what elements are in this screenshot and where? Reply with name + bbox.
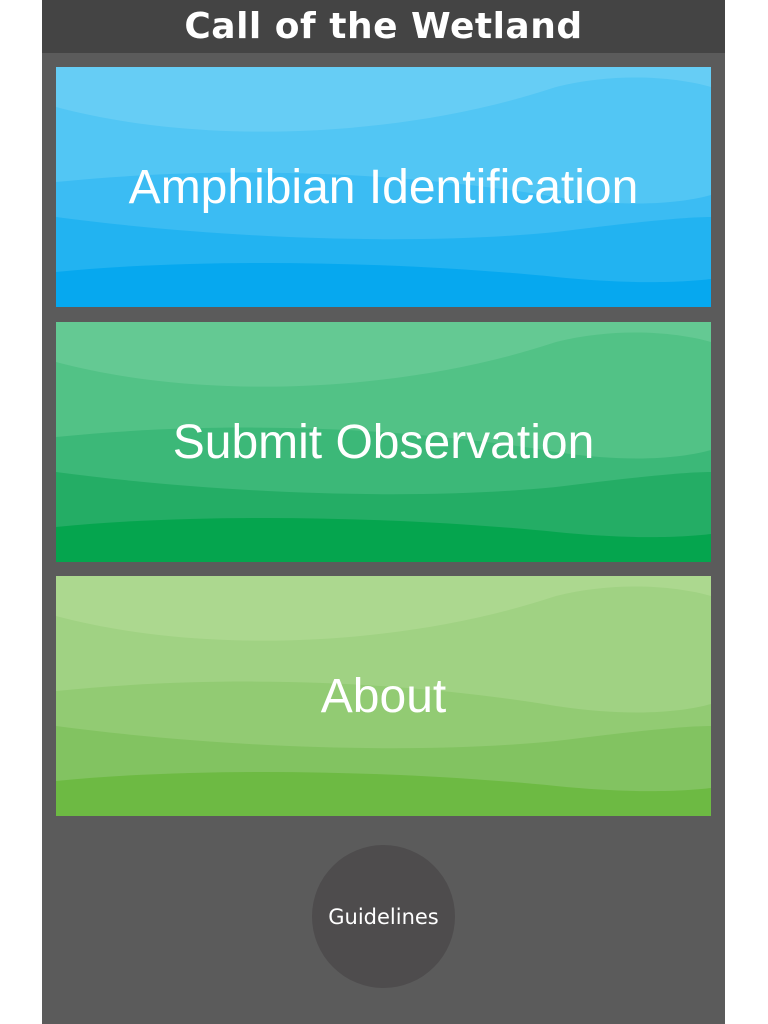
app-title: Call of the Wetland bbox=[184, 6, 583, 47]
submit-observation-label: Submit Observation bbox=[172, 415, 595, 469]
guidelines-button[interactable]: Guidelines bbox=[312, 845, 455, 988]
submit-observation-button[interactable]: Submit Observation bbox=[56, 322, 711, 562]
wave-layer bbox=[56, 771, 711, 816]
amphibian-identification-button[interactable]: Amphibian Identification bbox=[56, 67, 711, 307]
wave-background bbox=[56, 322, 711, 562]
wave-layer bbox=[56, 262, 711, 307]
amphibian-identification-label: Amphibian Identification bbox=[128, 160, 639, 214]
about-button[interactable]: About bbox=[56, 576, 711, 816]
wave-background bbox=[56, 576, 711, 816]
guidelines-label: Guidelines bbox=[328, 904, 439, 929]
app-screen: Call of the Wetland Amphibian Identifica… bbox=[42, 0, 725, 1024]
app-header: Call of the Wetland bbox=[42, 0, 725, 53]
wave-layer bbox=[56, 517, 711, 562]
about-label: About bbox=[320, 669, 447, 723]
wave-background bbox=[56, 67, 711, 307]
